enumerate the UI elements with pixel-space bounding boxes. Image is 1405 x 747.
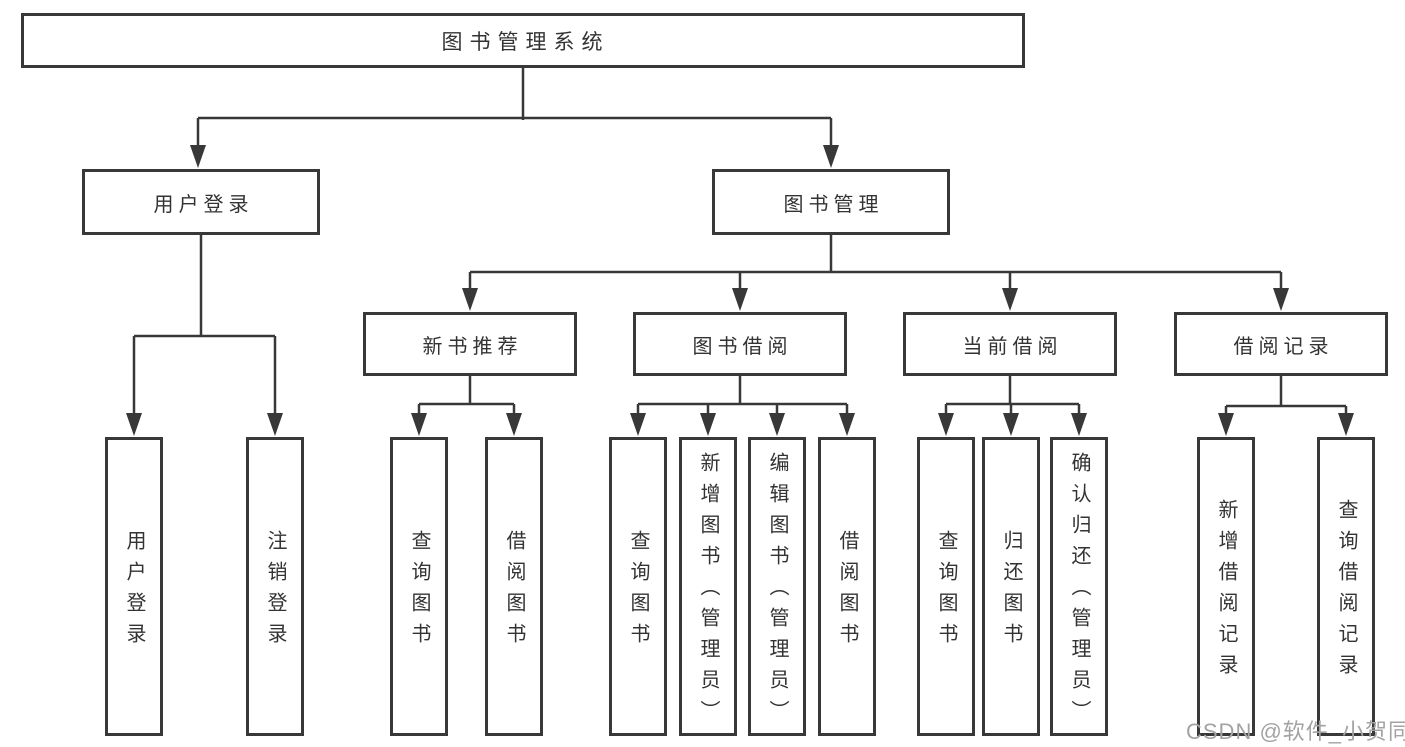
- node-label: 借阅记录: [1233, 335, 1334, 358]
- node-user-login: 用户登录: [82, 169, 320, 235]
- node-leaf-query-borrow-record: 查询借阅记录: [1317, 437, 1375, 736]
- node-leaf-borrow-books: 借阅图书: [818, 437, 876, 736]
- connector-path: [132, 68, 1348, 418]
- node-label: 借阅图书: [836, 529, 858, 654]
- node-new-book-recommend: 新书推荐: [363, 312, 577, 376]
- node-label: 查询图书: [627, 529, 649, 654]
- node-leaf-edit-books-admin: 编辑图书（管理员）: [748, 437, 806, 736]
- watermark-text: CSDN @软件_小贺同学: [1186, 719, 1405, 744]
- node-label: 用户登录: [123, 529, 145, 654]
- node-book-borrowing: 图书借阅: [633, 312, 847, 376]
- node-label: 归还图书: [1000, 529, 1022, 654]
- node-leaf-return-books: 归还图书: [982, 437, 1040, 736]
- node-leaf-borrow-books-recommend: 借阅图书: [485, 437, 543, 736]
- node-leaf-query-books-recommend: 查询图书: [390, 437, 448, 736]
- node-book-management: 图书管理: [712, 169, 950, 235]
- node-label: 借阅图书: [503, 529, 525, 654]
- node-label: 查询图书: [408, 529, 430, 654]
- node-leaf-add-books-admin: 新增图书（管理员）: [679, 437, 737, 736]
- node-label: 新书推荐: [422, 335, 523, 358]
- node-current-borrowing: 当前借阅: [903, 312, 1117, 376]
- node-label: 查询借阅记录: [1335, 498, 1357, 685]
- node-leaf-confirm-return-admin: 确认归还（管理员）: [1050, 437, 1108, 736]
- node-label: 新增图书（管理员）: [697, 452, 719, 731]
- node-label: 图书借阅: [692, 335, 793, 358]
- node-label: 注销登录: [264, 529, 286, 654]
- node-label: 查询图书: [935, 529, 957, 654]
- node-label: 编辑图书（管理员）: [766, 452, 788, 731]
- node-label: 用户登录: [153, 193, 254, 216]
- node-system-root: 图书管理系统: [21, 13, 1025, 68]
- node-label: 确认归还（管理员）: [1068, 452, 1090, 731]
- node-label: 当前借阅: [962, 335, 1063, 358]
- node-label: 图书管理: [783, 193, 884, 216]
- node-leaf-add-borrow-record: 新增借阅记录: [1197, 437, 1255, 736]
- node-leaf-query-books-borrowing: 查询图书: [609, 437, 667, 736]
- node-leaf-logout: 注销登录: [246, 437, 304, 736]
- arrowhead-icons: [126, 145, 1354, 436]
- node-leaf-user-login: 用户登录: [105, 437, 163, 736]
- node-label: 新增借阅记录: [1215, 498, 1237, 685]
- node-borrowing-records: 借阅记录: [1174, 312, 1388, 376]
- node-label: 图书管理系统: [441, 30, 610, 54]
- node-leaf-query-books-current: 查询图书: [917, 437, 975, 736]
